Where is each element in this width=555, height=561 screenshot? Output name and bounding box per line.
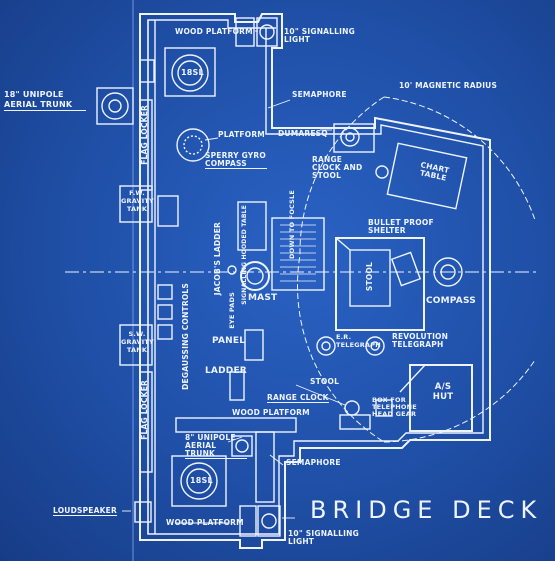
label-eye-pads: EYE PADS	[228, 292, 236, 329]
loudspeaker-box	[134, 501, 152, 523]
label-unipole-18: 18" UNIPOLE AERIAL TRUNK	[4, 90, 86, 111]
label-18sl-top: 18SL	[181, 68, 204, 77]
sw-gravity-tank-box	[119, 324, 153, 366]
label-jacobs-ladder: JACOB'S LADDER	[213, 222, 222, 296]
degaussing-panel	[157, 284, 173, 340]
chart-table-box	[386, 142, 468, 210]
bullet-proof-shelter	[335, 237, 425, 331]
label-flag-locker-top: FLAG LOCKER	[140, 105, 149, 165]
label-semaphore-bottom: SEMAPHORE	[286, 458, 341, 467]
label-unipole-8: 8" UNIPOLE AERIAL TRUNK	[185, 434, 247, 459]
unipole-aerial-8	[231, 435, 253, 457]
label-fw-gravity-tank: F.W. GRAVITY TANK	[121, 189, 154, 213]
label-flag-locker-bottom: FLAG LOCKER	[140, 380, 149, 440]
label-signalling-light-top: 10" SIGNALLING LIGHT	[284, 27, 355, 44]
label-mast: MAST	[248, 293, 278, 303]
drawing-title: BRIDGE DECK	[310, 496, 543, 524]
label-range-clock: RANGE CLOCK	[267, 393, 329, 403]
label-down-to-focsle: DOWN TO FOCSLE	[288, 190, 296, 259]
label-loudspeaker: LOUDSPEAKER	[53, 506, 117, 516]
label-as-hut: A/S HUT	[432, 382, 454, 402]
sperry-gyro	[176, 128, 210, 162]
mast-structure	[227, 261, 270, 291]
label-panel: PANEL	[212, 336, 246, 346]
compass-binnacle	[433, 257, 463, 287]
telegraphs	[316, 336, 385, 356]
label-box-telephone: BOX FOR TELEPHONE HEAD GEAR	[372, 396, 417, 418]
label-stool-bottom: STOOL	[310, 377, 340, 386]
label-wood-platform-top: WOOD PLATFORM	[175, 27, 253, 36]
as-hut-box	[409, 364, 473, 432]
label-range-clock-stool: RANGE CLOCK AND STOOL	[312, 155, 363, 180]
deck-outline	[139, 13, 491, 549]
flag-locker-top-box	[139, 99, 153, 191]
signalling-light-top	[235, 17, 278, 47]
label-semaphore-top: SEMAPHORE	[292, 90, 347, 99]
label-stool-shelter: STOOL	[365, 262, 374, 292]
stool-bottom-mark	[344, 400, 360, 416]
searchlight-bottom	[171, 455, 227, 507]
focsle-ladder-box	[271, 217, 325, 291]
label-signalling-hooded-table: SIGNALLING HOODED TABLE	[241, 205, 248, 305]
label-er-telegraph: E.R. TELEGRAPH	[336, 333, 381, 349]
label-revolution-telegraph: REVOLUTION TELEGRAPH	[392, 332, 449, 349]
wood-platform-mid-box	[175, 417, 297, 433]
label-compass: COMPASS	[426, 296, 476, 306]
signalling-light-bottom	[239, 505, 281, 537]
unipole-aerial-18	[96, 87, 134, 125]
label-magnetic-radius: 10' MAGNETIC RADIUS	[399, 81, 498, 90]
label-wood-platform-bottom: WOOD PLATFORM	[166, 518, 244, 527]
label-platform: PLATFORM	[218, 130, 265, 139]
flag-locker-bottom-box	[139, 371, 153, 473]
signalling-table-box	[237, 201, 267, 251]
label-degaussing: DEGAUSSING CONTROLS	[181, 283, 190, 390]
label-18sl-bottom: 18SL	[190, 476, 213, 485]
label-sw-gravity-tank: S.W. GRAVITY TANK	[121, 330, 154, 354]
label-wood-platform-mid: WOOD PLATFORM	[232, 408, 310, 417]
label-dumaresq: DUMARESQ	[278, 129, 328, 138]
dumaresq-unit	[333, 123, 375, 153]
label-signalling-light-bottom: 10" SIGNALLING LIGHT	[288, 529, 359, 546]
label-sperry-gyro: SPERRY GYRO COMPASS	[205, 151, 267, 169]
label-ladder: LADDER	[205, 366, 247, 376]
searchlight-top	[164, 47, 216, 97]
magnetic-radius-arc	[296, 96, 385, 443]
fw-gravity-tank-box	[119, 185, 153, 223]
label-bullet-proof-shelter: BULLET PROOF SHELTER	[368, 218, 434, 235]
